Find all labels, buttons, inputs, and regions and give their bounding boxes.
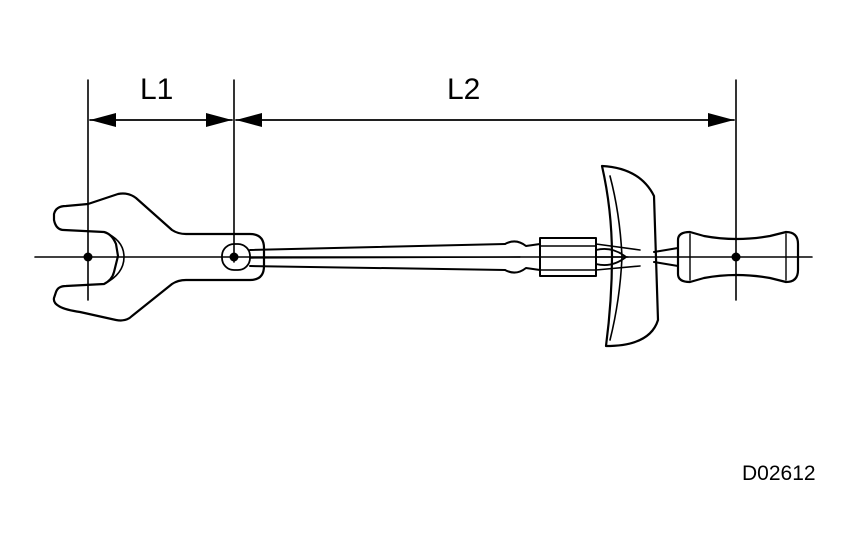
- dial-plate: [600, 164, 660, 348]
- handle-load-point: [731, 252, 741, 262]
- pivot-point: [229, 252, 239, 262]
- arrowhead: [206, 113, 232, 127]
- arrowhead: [708, 113, 734, 127]
- torque-wrench-shaft: [249, 240, 541, 274]
- dimension-label-l1: L1: [140, 73, 173, 106]
- dimension-l1: L1: [89, 73, 233, 127]
- pivot-socket: [221, 243, 251, 271]
- arrowhead: [236, 113, 262, 127]
- extension-lines: [87, 79, 737, 301]
- dimension-l2: L2: [235, 73, 735, 127]
- dimension-label-l2: L2: [447, 73, 480, 106]
- shaft-collar: [504, 240, 541, 274]
- extension-wrench: [52, 192, 266, 322]
- grip-outline: [676, 230, 800, 284]
- wrench-center-point: [83, 252, 93, 262]
- handle-grip: [653, 230, 800, 284]
- dial-scale: [595, 164, 660, 348]
- wrench-head-outline: [52, 192, 266, 322]
- figure-code: D02612: [742, 462, 816, 485]
- arrowhead: [90, 113, 116, 127]
- wrench-jaw-inner: [103, 231, 125, 285]
